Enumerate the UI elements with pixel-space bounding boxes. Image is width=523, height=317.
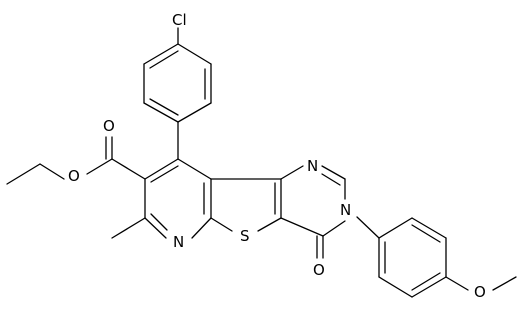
ethyl-ester-group [6,136,146,185]
bond [111,158,146,180]
bond [144,217,167,239]
bond [210,217,233,232]
pyridine-ring [111,158,212,239]
bond [411,276,447,298]
bond [411,224,441,243]
bond [144,158,179,180]
bond [411,217,447,239]
bond [143,102,179,123]
bond [177,102,212,123]
bond [86,158,113,175]
bond [321,165,346,180]
methoxyphenyl-group [356,216,517,298]
bond [149,98,179,116]
atom-labels: Cl N N N S O O O O [68,11,486,301]
pyrimidinone-ring [280,165,346,259]
bond [143,43,179,65]
bond [6,163,41,185]
bond [280,217,324,237]
bond [411,272,441,291]
bond [492,276,517,291]
bond [321,173,341,186]
bond [150,213,168,231]
bond [280,165,304,180]
pyrimidine-nitrogen-top-label: N [307,157,318,175]
chlorophenyl-group [143,27,212,160]
bond [356,216,380,239]
bond [378,276,413,298]
bond [150,165,179,183]
bond [445,276,469,291]
bond [149,50,179,69]
bond [322,220,346,237]
bond [177,43,212,65]
sulfur-label: S [240,227,250,245]
ester-ether-oxygen-label: O [68,167,80,185]
bond [257,217,282,232]
bond [378,217,413,239]
methoxy-oxygen-label: O [474,283,486,301]
pyrimidine-nitrogen-bottom-label: N [340,201,351,219]
bond [191,217,212,239]
thiophene-ring [210,178,282,232]
bond [177,158,212,180]
bond [111,217,146,239]
chlorine-label: Cl [172,11,187,29]
bond [39,163,65,180]
ester-carbonyl-oxygen-label: O [103,117,115,135]
pyridine-nitrogen-label: N [173,233,184,251]
carbonyl-oxygen-label: O [313,261,325,279]
